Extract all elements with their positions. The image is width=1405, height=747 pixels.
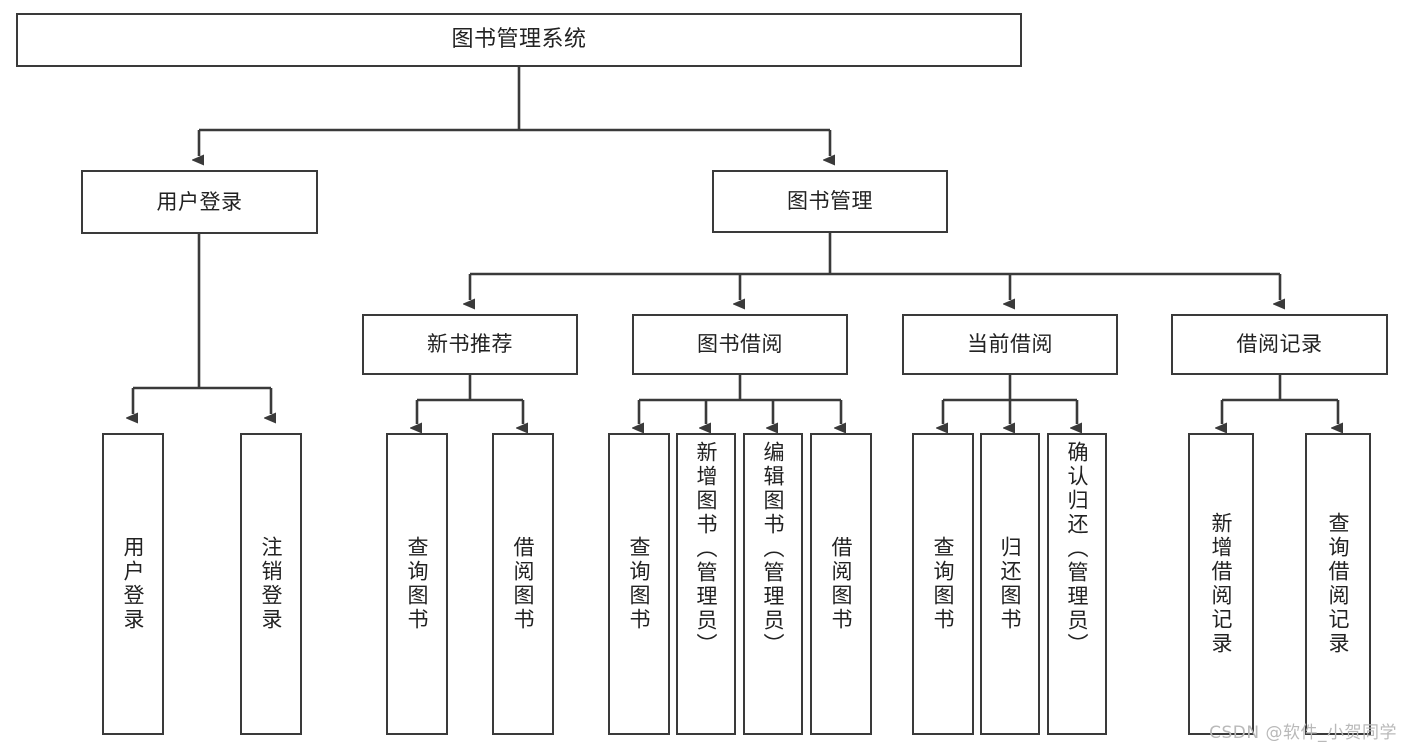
node-label: 图书管理系统 <box>451 27 587 53</box>
leaf-edit-book-admin[interactable]: 编辑图书（管理员） <box>743 433 803 735</box>
node-borrow-records[interactable]: 借阅记录 <box>1171 314 1388 375</box>
node-label: 当前借阅 <box>967 332 1053 357</box>
leaf-borrow-book-new[interactable]: 借阅图书 <box>492 433 554 735</box>
node-label: 图书管理 <box>787 189 873 214</box>
node-book-borrow[interactable]: 图书借阅 <box>632 314 848 375</box>
node-label: 查询图书 <box>405 536 430 632</box>
leaf-add-borrow-record[interactable]: 新增借阅记录 <box>1188 433 1254 735</box>
node-label: 借阅记录 <box>1236 332 1323 357</box>
node-label: 图书借阅 <box>697 332 783 357</box>
leaf-query-book-new[interactable]: 查询图书 <box>386 433 448 735</box>
leaf-confirm-return-admin[interactable]: 确认归还（管理员） <box>1047 433 1107 735</box>
node-new-book-recommend[interactable]: 新书推荐 <box>362 314 578 375</box>
node-label: 用户登录 <box>156 189 243 214</box>
node-label: 归还图书 <box>998 536 1023 632</box>
node-label: 新增借阅记录 <box>1209 512 1234 656</box>
node-label: 用户登录 <box>121 536 146 632</box>
node-label: 借阅图书 <box>511 536 536 632</box>
node-label: 查询借阅记录 <box>1326 512 1351 656</box>
node-current-borrow[interactable]: 当前借阅 <box>902 314 1118 375</box>
node-label: 编辑图书（管理员） <box>761 441 786 657</box>
node-label: 新书推荐 <box>427 332 513 357</box>
node-user-login[interactable]: 用户登录 <box>81 170 318 234</box>
node-label: 借阅图书 <box>829 536 854 632</box>
leaf-borrow-book[interactable]: 借阅图书 <box>810 433 872 735</box>
node-label: 新增图书（管理员） <box>694 441 719 657</box>
node-label: 确认归还（管理员） <box>1065 441 1090 657</box>
node-book-management[interactable]: 图书管理 <box>712 170 948 233</box>
node-label: 查询图书 <box>627 536 652 632</box>
leaf-query-book-borrow[interactable]: 查询图书 <box>608 433 670 735</box>
leaf-add-book-admin[interactable]: 新增图书（管理员） <box>676 433 736 735</box>
node-label: 注销登录 <box>259 536 284 632</box>
leaf-query-borrow-record[interactable]: 查询借阅记录 <box>1305 433 1371 735</box>
leaf-query-book-current[interactable]: 查询图书 <box>912 433 974 735</box>
watermark: CSDN @软件_小贺同学 <box>1209 723 1397 743</box>
leaf-return-book[interactable]: 归还图书 <box>980 433 1040 735</box>
leaf-logout[interactable]: 注销登录 <box>240 433 302 735</box>
node-root-system[interactable]: 图书管理系统 <box>16 13 1022 67</box>
node-label: 查询图书 <box>931 536 956 632</box>
leaf-user-login[interactable]: 用户登录 <box>102 433 164 735</box>
